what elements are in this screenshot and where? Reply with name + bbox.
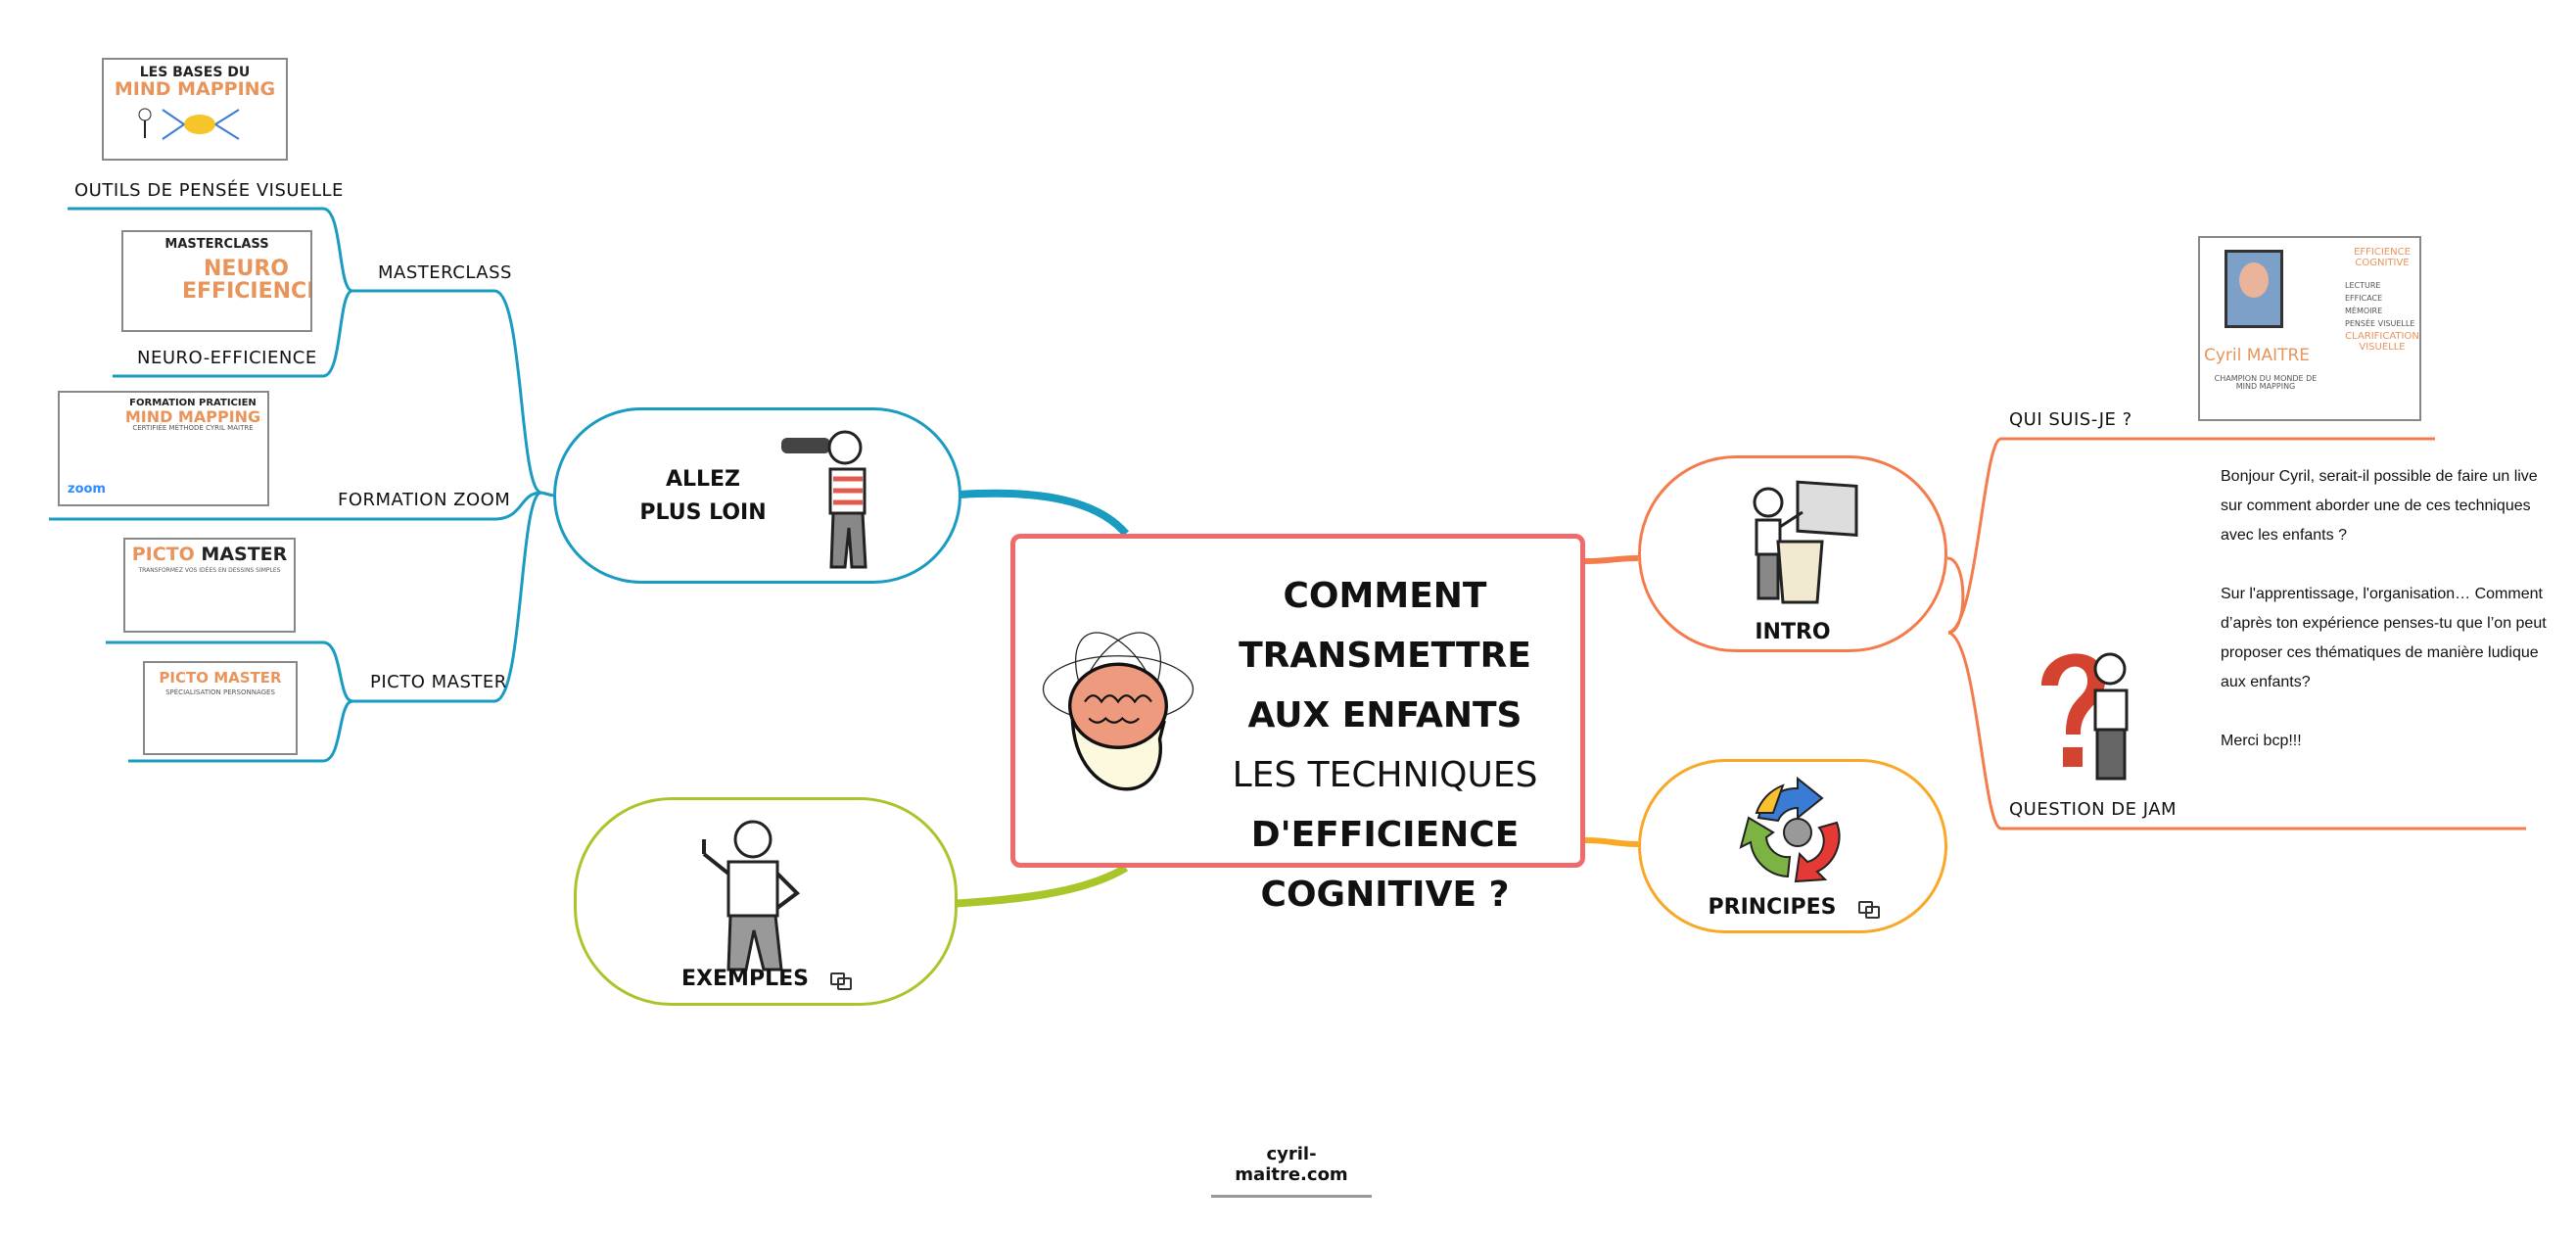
label-formation-zoom[interactable]: FORMATION ZOOM [338, 490, 511, 510]
label-question-de-jam[interactable]: QUESTION DE JAM [2009, 799, 2178, 820]
node-title: PRINCIPES [1708, 895, 1837, 920]
portrait-photo [2225, 250, 2283, 328]
title-line: AUX ENFANTS [1247, 695, 1522, 735]
node-title: PLUS LOIN [639, 500, 767, 525]
node-exemples[interactable]: EXEMPLES [574, 797, 958, 1006]
cycle-arrows-icon [1739, 776, 1841, 883]
thumb-neuro-efficience[interactable]: MASTERCLASS NEURO EFFICIENCE [121, 230, 312, 332]
thumb-cyril-maitre-card[interactable]: Cyril MAITRE CHAMPION DU MONDE DE MIND M… [2198, 236, 2421, 421]
label-neuro-efficience[interactable]: NEURO-EFFICIENCE [137, 348, 317, 368]
node-intro[interactable]: INTRO [1638, 455, 1947, 652]
linked-topic-icon[interactable] [1857, 901, 1880, 919]
thumb-bases-mind-mapping[interactable]: LES BASES DU MIND MAPPING [102, 58, 288, 161]
node-title: ALLEZ [665, 467, 741, 492]
linked-topic-icon[interactable] [829, 972, 852, 990]
node-title: EXEMPLES [681, 967, 809, 991]
mindmap-drawing-icon [138, 108, 240, 140]
brain-head-icon [1042, 632, 1194, 791]
thumb-picto-master-personnages[interactable]: PICTO MASTER SPÉCIALISATION PERSONNAGES [143, 661, 298, 755]
node-principes[interactable]: PRINCIPES [1638, 759, 1947, 933]
question-note-text: Bonjour Cyril, serait-il possible de fai… [2221, 468, 2547, 749]
title-line: TRANSMETTRE [1239, 636, 1531, 676]
thumbs-up-person-icon [702, 820, 801, 972]
question-person-icon [2041, 652, 2129, 781]
node-title: INTRO [1755, 620, 1831, 644]
thumb-picto-master[interactable]: PICTO MASTER TRANSFORMEZ VOS IDÉES EN DE… [123, 538, 296, 633]
title-line: COMMENT [1283, 576, 1487, 616]
node-allez-plus-loin[interactable]: ALLEZ PLUS LOIN [553, 407, 961, 584]
binoculars-person-icon [781, 430, 867, 569]
central-topic[interactable]: COMMENT TRANSMETTRE AUX ENFANTS LES TECH… [1010, 534, 1585, 915]
label-masterclass[interactable]: MASTERCLASS [378, 262, 512, 283]
footer-link[interactable]: cyril-maitre.com [1211, 1144, 1372, 1198]
title-line: COGNITIVE ? [1260, 875, 1510, 915]
label-picto-master[interactable]: PICTO MASTER [370, 672, 507, 692]
presenter-icon [1753, 480, 1858, 604]
title-line: D'EFFICIENCE [1250, 815, 1520, 855]
central-title: COMMENT TRANSMETTRE AUX ENFANTS LES TECH… [1196, 566, 1573, 925]
title-line: LES TECHNIQUES [1232, 755, 1538, 795]
zoom-logo: zoom [68, 482, 106, 498]
thumb-formation-zoom[interactable]: FORMATION PRATICIEN MIND MAPPING CERTIFI… [58, 391, 269, 506]
label-qui-suis-je[interactable]: QUI SUIS-JE ? [2009, 409, 2132, 430]
label-outils[interactable]: OUTILS DE PENSÉE VISUELLE [74, 180, 344, 201]
